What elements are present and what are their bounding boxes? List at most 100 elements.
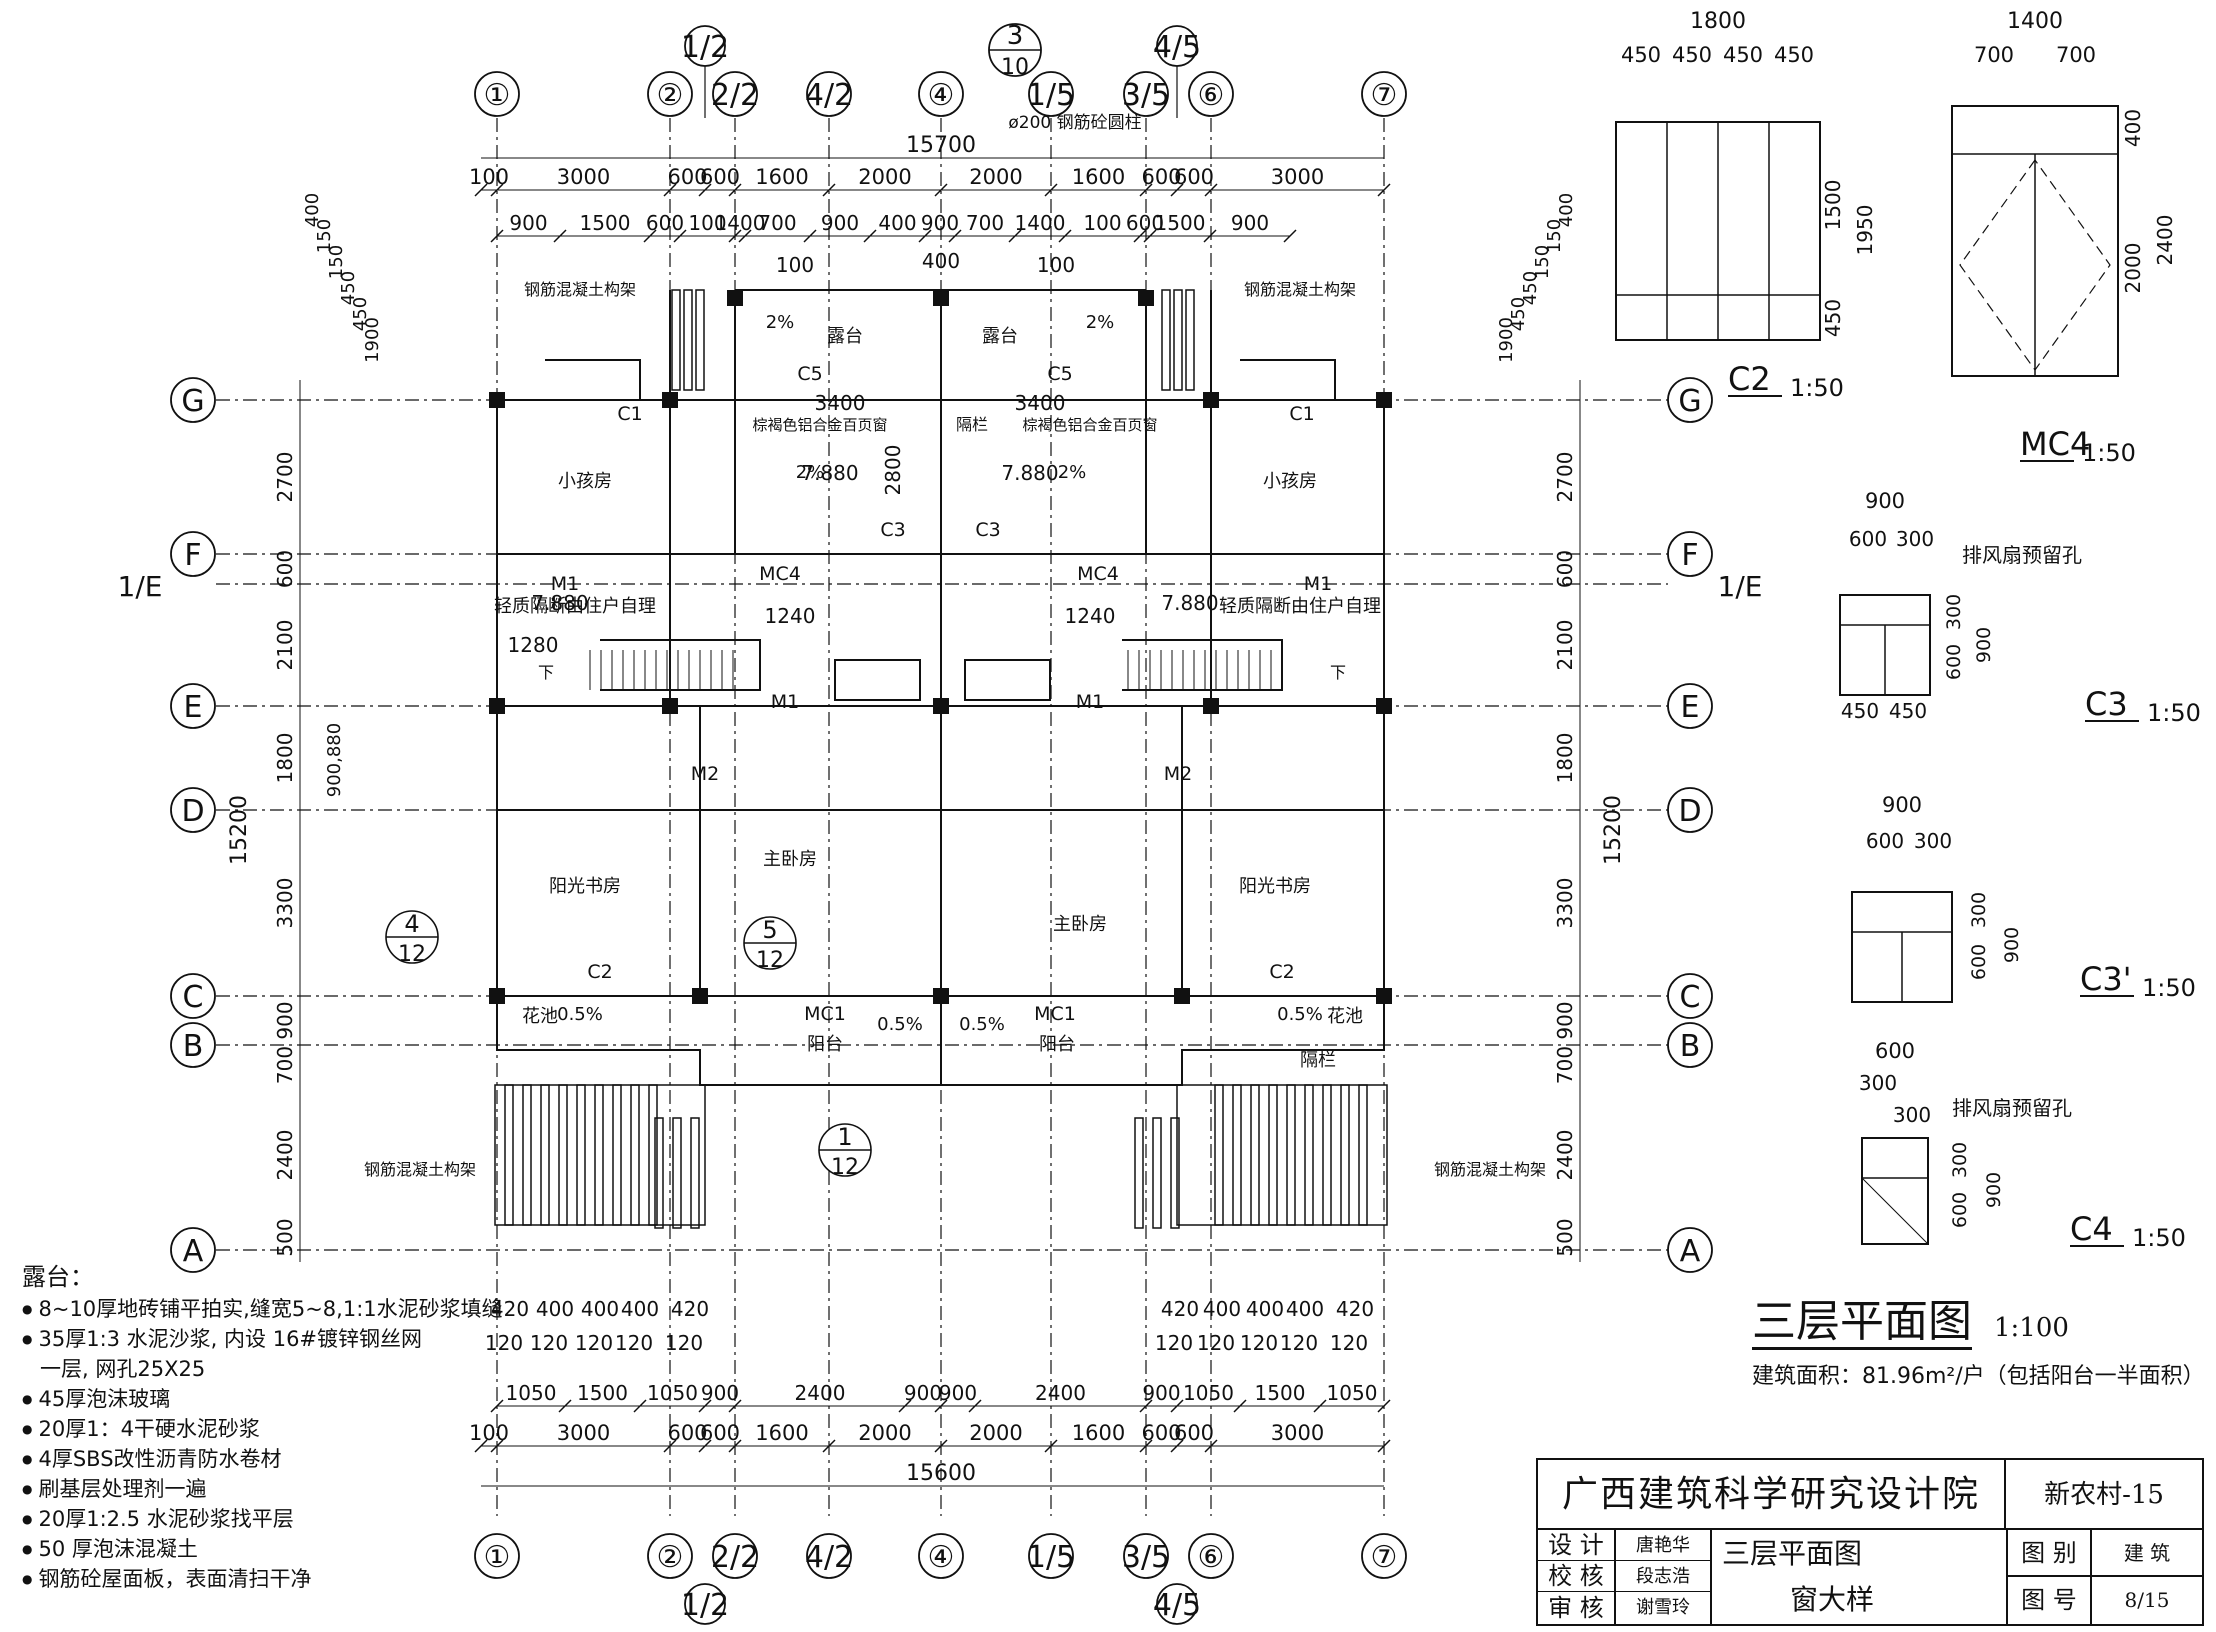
- c3p-dim-side: 600: [1968, 944, 1990, 980]
- louver-label: 棕褐色铝合金百页窗: [1022, 416, 1157, 434]
- frame-slat: [1286, 1084, 1296, 1226]
- axis-bubble-extra-label: 4/5: [1153, 1588, 1201, 1623]
- c2-dim-part: 450: [1723, 43, 1763, 67]
- dim-top-row1-tick: [728, 183, 742, 197]
- c4-scale: 1:50: [2132, 1224, 2186, 1252]
- dim-top-row2-tick: [803, 229, 817, 243]
- dim-top-row2-tick: [738, 229, 752, 243]
- frame-slat: [540, 1084, 550, 1226]
- dim-bottom-row1-value: 600: [667, 1421, 707, 1445]
- dim-bottom-row4: 120: [1330, 1331, 1368, 1355]
- c3-dim-part: 300: [1896, 527, 1934, 551]
- dim-bottom-row2-tick: [633, 1399, 647, 1413]
- dim-top-row2-tick: [1058, 229, 1072, 243]
- axis-bubble-bottom-label: ⑥: [1198, 1540, 1225, 1575]
- axis-bubble-right: [1667, 377, 1713, 423]
- flower-bed: 花池: [522, 1006, 558, 1027]
- frame-slat: [612, 1084, 622, 1226]
- dim-bottom-row1-value: 2000: [858, 1421, 911, 1445]
- columns: [489, 290, 1392, 1004]
- c3p-dim-side: 300: [1968, 892, 1990, 928]
- mark-m1: M1: [551, 573, 579, 595]
- dim-bottom-row1-value: 600: [1174, 1421, 1214, 1445]
- axis-bubble-top-label: 4/2: [805, 78, 853, 113]
- dim-top-row1-tick: [490, 183, 504, 197]
- dim-top-row1-tick: [698, 183, 712, 197]
- frame-slat: [1340, 1084, 1350, 1226]
- dim-top-row2-tick: [490, 229, 504, 243]
- axis-bubble-top: [1361, 71, 1407, 117]
- axis-bubble-top: [1028, 71, 1074, 117]
- c3-dim-top: 900: [1865, 489, 1905, 513]
- number-label: 图 号: [2006, 1577, 2092, 1624]
- dim-top-row2-value: 1400: [715, 211, 766, 235]
- axis-bubble-right: [1667, 531, 1713, 577]
- dim-bottom-row1-value: 3000: [1271, 1421, 1324, 1445]
- c3-label: C3: [2085, 685, 2128, 723]
- dim-bottom-row2-value: 900: [1142, 1381, 1180, 1405]
- mark-c3: C3: [975, 519, 1000, 541]
- dim-top-row2-tick: [553, 229, 567, 243]
- axis-bubble-left-label: D: [181, 794, 204, 829]
- dim-top-row2-tick: [1133, 229, 1147, 243]
- dim-bottom-row4: 120: [1197, 1331, 1235, 1355]
- c3-dim-bottom: 450: [1841, 699, 1879, 723]
- axis-bubble-right-label: A: [1680, 1234, 1701, 1269]
- dim-bottom-row3: 420: [1161, 1297, 1199, 1321]
- axis-bubble-left: [170, 787, 216, 833]
- dim-right-value: 900: [1553, 1001, 1577, 1039]
- dim-right-upper: 150: [1532, 245, 1553, 279]
- mark-m1: M1: [1076, 691, 1104, 713]
- mc4-dim-part: 700: [2056, 43, 2096, 67]
- dim-left-upper: 400: [302, 193, 323, 227]
- dim-top-row2-value: 1400: [1015, 211, 1066, 235]
- dim-bottom-row3: 400: [1203, 1297, 1241, 1321]
- dim-top-row1-value: 100: [469, 165, 509, 189]
- dim-bottom-row2-value: 1050: [647, 1381, 698, 1405]
- dim-1280: 1280: [508, 633, 559, 657]
- frame-label: 钢筋混凝土构架: [1434, 1160, 1546, 1179]
- c4-dim-part: 300: [1859, 1071, 1897, 1095]
- axis-bubble-top-label: ④: [928, 78, 955, 113]
- title-block-grid: 设 计 唐艳华 校 核 段志浩 审 核 谢雪玲 三层平面图 窗大样 图 别 建 …: [1538, 1530, 2202, 1624]
- axis-bubble-left: [170, 377, 216, 423]
- axis-bubble-top: [474, 71, 520, 117]
- mark-m2: M2: [1164, 763, 1192, 785]
- c3p-dim-top: 900: [1882, 793, 1922, 817]
- c4-dim-side: 600: [1949, 1192, 1971, 1228]
- frame-slat: [1214, 1084, 1224, 1226]
- callout-den: 12: [831, 1155, 859, 1180]
- c2-dim-side: 1500: [1821, 180, 1845, 231]
- column: [662, 698, 678, 714]
- dim-bottom-row2-tick: [934, 1399, 948, 1413]
- axis-bubble-left: [170, 973, 216, 1019]
- axis-side-label: 1/E: [118, 570, 163, 603]
- dim-top-row2-value: 400: [878, 211, 916, 235]
- dim-top-row1-value: 600: [667, 165, 707, 189]
- louver-label: 棕褐色铝合金百页窗: [752, 416, 887, 434]
- axis-bubble-top-label: ⑥: [1198, 78, 1225, 113]
- axis-bubble-right-label: D: [1678, 794, 1701, 829]
- frame-slat: [504, 1084, 514, 1226]
- axis-bubble-right-label: E: [1681, 690, 1700, 725]
- column: [933, 988, 949, 1004]
- plan-scale: 1:100: [1994, 1313, 2069, 1343]
- callout-num: 5: [762, 916, 777, 944]
- axis-bubble-top-label: ①: [484, 78, 511, 113]
- number-value: 8/15: [2124, 1588, 2170, 1612]
- dim-bottom-row2-value: 900: [904, 1381, 942, 1405]
- axis-bubble-right-label: G: [1678, 384, 1701, 419]
- dim-left-value: 3300: [273, 878, 297, 929]
- dim-top-row3: 100: [1037, 253, 1075, 277]
- dim-top-total: 15700: [906, 133, 976, 158]
- axis-bubble-right: [1667, 1022, 1713, 1068]
- dim-1240: 1240: [1065, 604, 1116, 628]
- frame-slat: [1232, 1084, 1242, 1226]
- axis-bubble-right: [1667, 787, 1713, 833]
- mark-mc4: MC4: [1077, 563, 1119, 585]
- dim-top-row2-value: 900: [509, 211, 547, 235]
- room-sun-study: 阳光书房: [549, 876, 621, 897]
- dim-top-row2-tick: [948, 229, 962, 243]
- plan-title: 三层平面图 1:100: [1752, 1285, 2069, 1350]
- axis-bubble-extra-label: 4/5: [1153, 30, 1201, 65]
